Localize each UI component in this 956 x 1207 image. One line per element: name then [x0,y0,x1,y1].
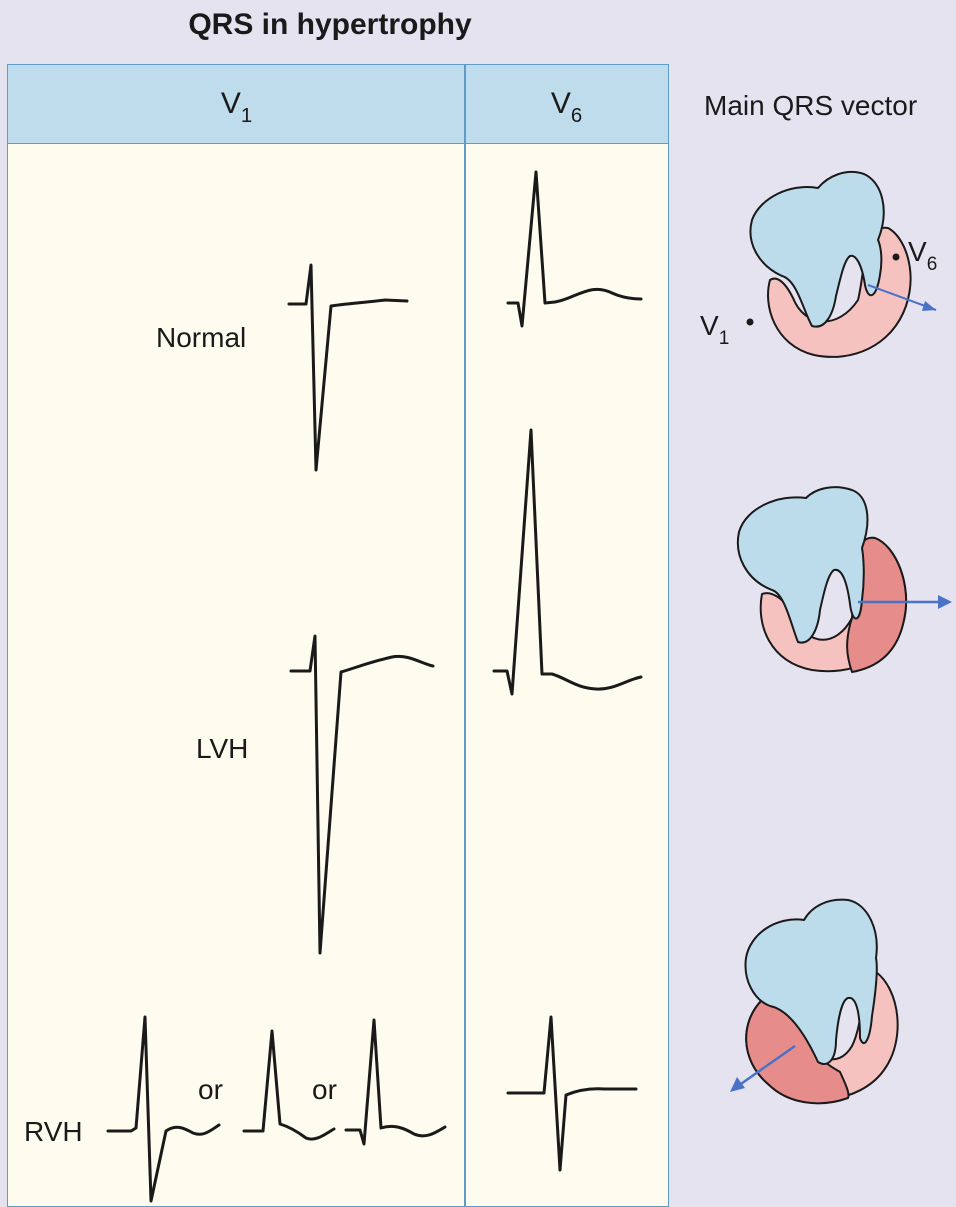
ecg-trace-lvh-v6 [494,430,641,694]
ecg-trace-rvh-v1-c [346,1020,445,1144]
heart-diagram-normal [747,172,937,357]
ecg-trace-normal-v6 [508,172,641,326]
ecg-trace-rvh-v6 [508,1017,636,1170]
ventricle-cavity-lvh [738,487,868,642]
ecg-trace-rvh-v1-b [244,1031,334,1139]
ecg-trace-lvh-v1 [291,636,433,953]
ecg-trace-normal-v1 [289,265,407,470]
heart-diagram-lvh [738,487,952,672]
v6-electrode-dot [893,254,900,261]
heart-diagram-rvh [730,900,898,1104]
v1-electrode-dot [747,319,754,326]
ecg-trace-rvh-v1-a [108,1017,219,1201]
